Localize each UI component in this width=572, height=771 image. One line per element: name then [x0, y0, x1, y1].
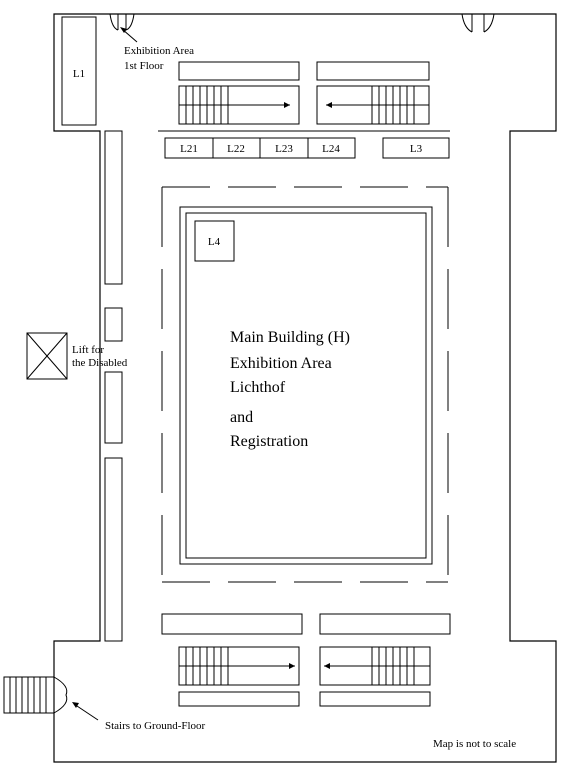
corridor-wall-3 [104, 371, 123, 444]
label-l24: L24 [322, 143, 340, 155]
arrow-stairs-ground-floor-icon [72, 702, 99, 721]
room-l3 [382, 137, 450, 159]
label-exhibition-2: 1st Floor [124, 60, 164, 72]
label-l21: L21 [180, 143, 198, 155]
label-scale-note: Map is not to scale [433, 738, 516, 750]
lift-icon [26, 332, 68, 380]
counter-bottom-right [319, 613, 451, 635]
counter-bottom-left [161, 613, 303, 635]
label-l22: L22 [227, 143, 245, 155]
main-building-line2: Exhibition Area [230, 355, 332, 372]
counter-top-left [178, 61, 300, 81]
main-building-line1: Main Building (H) [230, 329, 350, 346]
room-l4 [194, 220, 235, 262]
stairs-ground-floor-icon [3, 676, 68, 714]
label-exhibition-1: Exhibition Area [124, 45, 194, 57]
door-top-left-icon [109, 13, 135, 31]
counter-bottom-right-2 [319, 691, 431, 707]
corridor-wall-4 [104, 457, 123, 642]
building-outline [53, 13, 557, 763]
lichthof-dashed-boundary [161, 186, 449, 583]
label-l1: L1 [73, 68, 85, 80]
label-l23: L23 [275, 143, 293, 155]
staircase-bottom-right [319, 646, 431, 686]
label-l3: L3 [410, 143, 423, 155]
main-building-line3: Lichthof [230, 379, 286, 396]
label-stairs-ground-floor: Stairs to Ground-Floor [105, 720, 206, 732]
main-building-line4: and [230, 409, 253, 426]
lichthof-inner-rect [185, 212, 427, 559]
counter-top-right [316, 61, 430, 81]
lichthof-outer-rect [179, 206, 433, 565]
corridor-wall-2 [104, 307, 123, 342]
room-l24 [307, 137, 356, 159]
main-building-line5: Registration [230, 433, 308, 450]
room-l1 [61, 16, 97, 126]
corridor-wall-1 [104, 130, 123, 285]
counter-bottom-left-2 [178, 691, 300, 707]
door-top-right-icon [461, 13, 495, 33]
label-l4: L4 [208, 236, 221, 248]
staircase-bottom-left [178, 646, 300, 686]
label-lift-1: Lift for [72, 344, 104, 356]
staircase-top-right [316, 85, 430, 125]
staircase-top-left [178, 85, 300, 125]
arrow-exhibition-first-floor-icon [120, 27, 138, 43]
label-lift-2: the Disabled [72, 357, 128, 369]
